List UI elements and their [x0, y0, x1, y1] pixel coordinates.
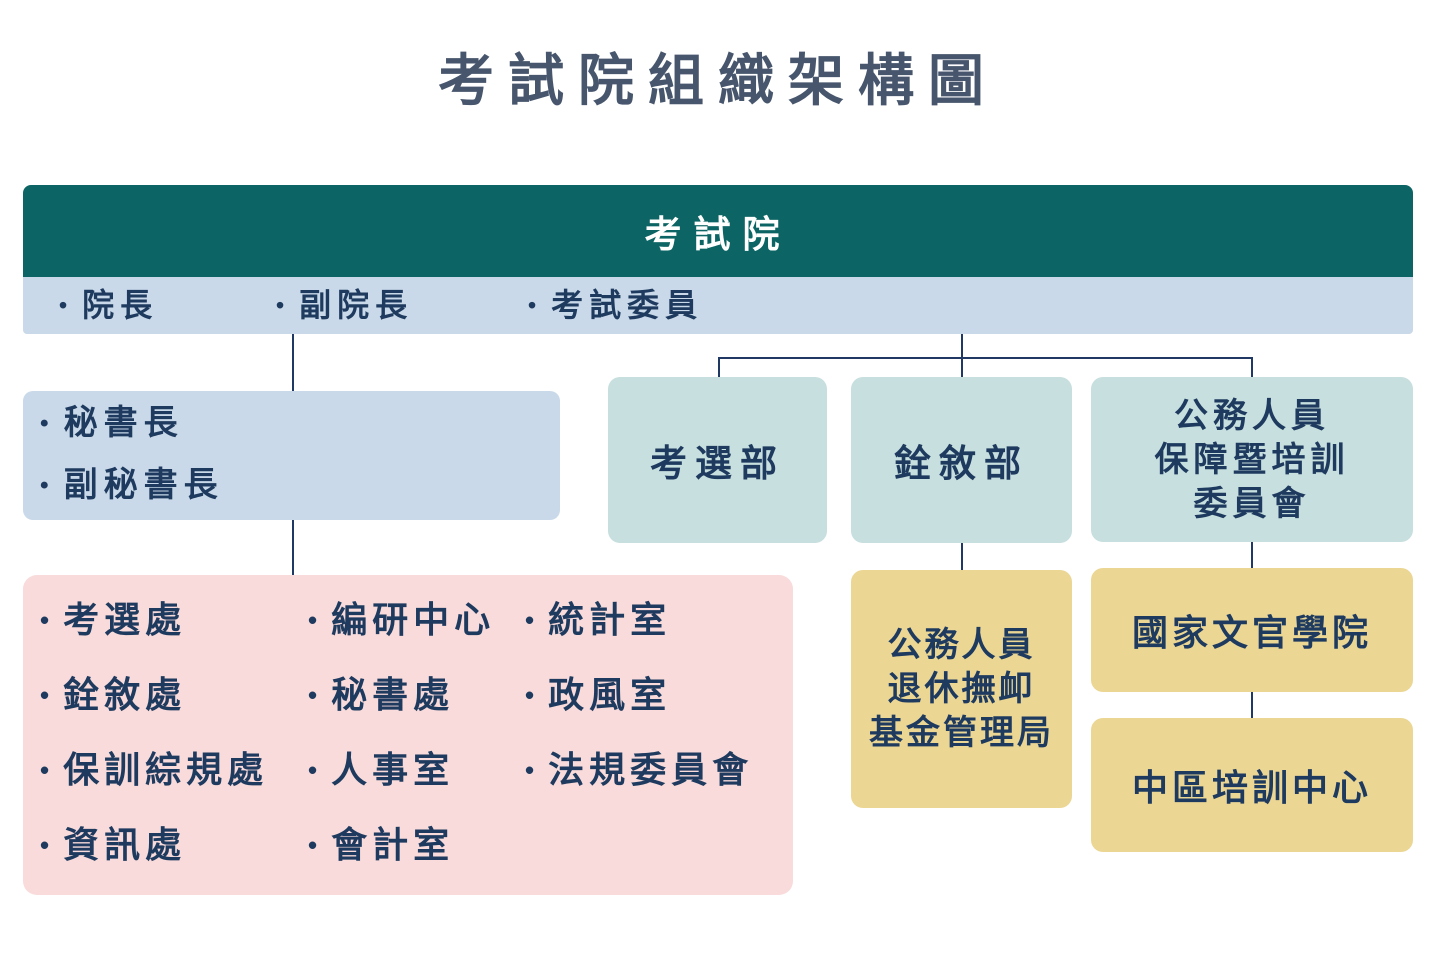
page-title: 考試院組織架構圖: [438, 49, 998, 112]
connector-root-drop: [961, 334, 963, 378]
unit-item-protection-training-planning-dept: 保訓綜規處: [40, 745, 268, 795]
secretariat-item-deputy-secretary-general: 副秘書長: [40, 461, 560, 513]
root-node-exam-yuan: 考試院: [23, 185, 1413, 277]
connector-csptc-to-academy: [1251, 542, 1253, 569]
subordinate-box-civil-service-academy: 國家文官學院: [1091, 568, 1413, 692]
connector-drop-csptc: [1251, 357, 1253, 379]
unit-item-examination-dept: 考選處: [40, 595, 186, 645]
unit-item-secretariat-office: 秘書處: [308, 670, 454, 720]
leadership-item-vice-president: 副院長: [276, 277, 413, 334]
subordinate-label-pension-fund-bureau: 公務人員 退休撫卹 基金管理局: [869, 626, 1054, 752]
unit-item-information-dept: 資訊處: [40, 820, 186, 870]
unit-item-accounting-office: 會計室: [308, 820, 454, 870]
unit-item-ethics-office: 政風室: [525, 670, 671, 720]
secretariat-item-secretary-general: 秘書長: [40, 399, 560, 451]
ministry-box-civil-service: 銓敘部: [851, 377, 1072, 543]
root-node-label: 考試院: [644, 214, 792, 255]
subordinate-label-central-training-center: 中區培訓中心: [1131, 767, 1372, 808]
internal-units-box: 考選處 銓敘處 保訓綜規處 資訊處 編研中心 秘書處 人事室 會計室 統計室 政…: [23, 575, 793, 895]
leadership-item-president: 院長: [59, 277, 158, 334]
connector-academy-to-training: [1251, 692, 1253, 719]
ministry-label-examination: 考選部: [650, 443, 785, 484]
ministry-box-examination: 考選部: [608, 377, 827, 543]
secretariat-box: 秘書長 副秘書長: [23, 391, 560, 520]
unit-item-personnel-office: 人事室: [308, 745, 454, 795]
subordinate-box-central-training-center: 中區培訓中心: [1091, 718, 1413, 852]
connector-ministries-horizontal: [718, 357, 1253, 359]
subordinate-label-civil-service-academy: 國家文官學院: [1131, 612, 1372, 653]
unit-item-statistics-office: 統計室: [525, 595, 671, 645]
leadership-item-exam-commissioners: 考試委員: [528, 277, 703, 334]
unit-item-laws-regulations-committee: 法規委員會: [525, 745, 753, 795]
subordinate-box-pension-fund-bureau: 公務人員 退休撫卹 基金管理局: [851, 570, 1072, 808]
connector-mocs-to-fund: [961, 543, 963, 571]
unit-item-civil-service-dept: 銓敘處: [40, 670, 186, 720]
ministry-label-civil-service: 銓敘部: [894, 443, 1029, 484]
unit-item-research-center: 編研中心: [308, 595, 495, 645]
leadership-bar: 院長 副院長 考試委員: [23, 277, 1413, 334]
ministry-label-protection-training-commission: 公務人員 保障暨培訓 委員會: [1154, 396, 1350, 523]
ministry-box-protection-training-commission: 公務人員 保障暨培訓 委員會: [1091, 377, 1413, 542]
connector-drop-moex: [718, 357, 720, 378]
